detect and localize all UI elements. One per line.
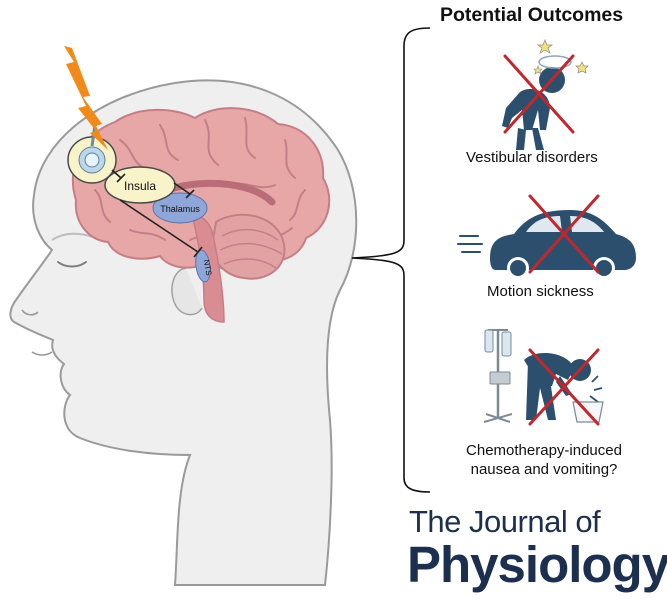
cerebellum	[210, 213, 286, 280]
thalamus-region	[152, 192, 208, 224]
dizzy-person-icon	[502, 39, 589, 150]
pathway-lines	[111, 169, 203, 258]
journal-logo-line1: The Journal of	[409, 504, 601, 539]
outcome-label-motion: Motion sickness	[487, 283, 594, 300]
outcome-label-vestibular: Vestibular disorders	[466, 149, 598, 166]
speed-lines-icon	[457, 235, 483, 253]
outcome-label-chemo-line2: nausea and vomiting?	[470, 461, 618, 478]
mouth	[31, 351, 53, 356]
iv-stand-icon	[483, 329, 513, 423]
curly-brace	[351, 27, 431, 493]
nts-label: NTS	[202, 259, 214, 276]
outcome-label-chemo-line1: Chemotherapy-induced	[466, 442, 622, 459]
moving-car-icon	[457, 210, 636, 279]
brain-illustration: Insula Thalamus NTS	[67, 107, 331, 323]
outcome-label-chemo: Chemotherapy-induced nausea and vomiting…	[432, 441, 656, 479]
ear	[171, 267, 203, 316]
insula-label: Insula	[124, 179, 156, 193]
journal-logo-line2: Physiology	[407, 536, 667, 593]
outcomes-title: Potential Outcomes	[440, 4, 624, 26]
cross-icon	[528, 194, 600, 274]
cerebellum-folds	[219, 228, 283, 269]
thalamus-label: Thalamus	[160, 204, 200, 214]
eye	[57, 261, 87, 268]
nostril	[21, 309, 39, 316]
vomit-lines-icon	[589, 375, 603, 403]
nts-region	[195, 249, 211, 283]
cross-icon	[528, 348, 600, 426]
cross-icon	[503, 54, 575, 134]
electrode-inner	[84, 152, 100, 168]
lightning-bolt-icon	[64, 46, 108, 150]
